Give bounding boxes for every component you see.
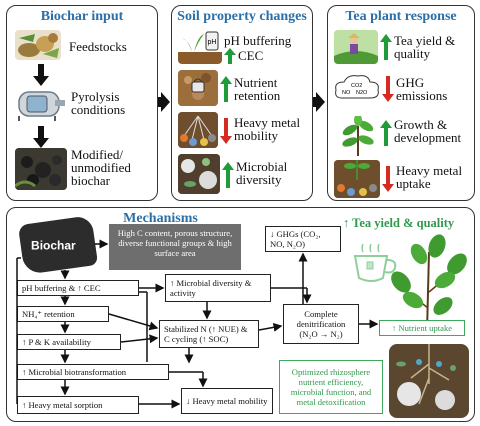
cec-up-arrow-icon [224, 48, 236, 64]
tea-yield-title: ↑ Tea yield & quality [343, 216, 455, 230]
ghg-emissions-label: GHG emissions [396, 75, 448, 103]
heavy-metal-sorption-text: ↑ Heavy metal sorption [22, 400, 103, 410]
heavy-metal-mobility-label: Heavy metal mobility [234, 115, 301, 143]
ghg-cloud-image: CO2 NO N2O [334, 72, 380, 104]
no-text: NO [342, 90, 351, 96]
nutrient-uptake-box: ↑ Nutrient uptake [379, 320, 465, 336]
ghgs-box: ↓ GHGs (CO₂, NO, N₂O) [265, 226, 341, 252]
nh4-retention-text: NH₄⁺ retention [22, 309, 75, 319]
stabilized-n-box: Stabilized N (↑ NUE) & C cycling (↑ SOC) [159, 320, 259, 348]
co2-text: CO2 [351, 83, 362, 89]
tea-growth-image [338, 116, 378, 156]
ph-cec-box: pH buffering & ↑ CEC [17, 280, 139, 296]
heavy-metal-uptake-label: Heavy metal uptake [396, 163, 463, 191]
biochar-pile-image [15, 148, 67, 190]
tea-cup-icon [353, 244, 397, 282]
optimized-rhizosphere-box: Optimized rhizosphere nutrient efficienc… [279, 360, 383, 414]
stabilized-n-text: Stabilized N (↑ NUE) & C cycling (↑ SOC) [164, 324, 248, 344]
heavy-metal-soil-image [178, 112, 218, 148]
growth-up-arrow-icon [380, 120, 392, 146]
rhizosphere-soil-image [389, 344, 469, 418]
ph-plant-image: pH [178, 30, 222, 64]
nh4-retention-box: NH₄⁺ retention [17, 306, 109, 322]
soil-nutrient-image [178, 70, 218, 106]
feedstocks-image [15, 30, 61, 60]
heavy-metal-mobility-mech-text: ↓ Heavy metal mobility [186, 396, 268, 406]
ph-meter-text: pH [208, 39, 217, 46]
microbial-biotransformation-text: ↑ Microbial biotransformation [22, 367, 127, 377]
microbial-biotransformation-box: ↑ Microbial biotransformation [17, 364, 169, 380]
feedstocks-label: Feedstocks [69, 39, 127, 54]
soil-property-panel: Soil property changes pH pH buffering CE… [171, 5, 313, 201]
microbial-diversity-text: ↑ Microbial diversity & activity [170, 278, 252, 298]
heavy-metal-mobility-box: ↓ Heavy metal mobility [181, 388, 273, 414]
pk-availability-text: ↑ P & K availability [22, 337, 91, 347]
n2o-text: N2O [356, 90, 368, 96]
microbial-diversity-label: Microbial diversity [236, 159, 288, 187]
tea-plant-title: Tea plant response [345, 9, 457, 24]
cec-label: CEC [238, 48, 264, 63]
biochar-label: Biochar [31, 238, 76, 253]
optimized-rhizosphere-text: Optimized rhizosphere nutrient efficienc… [290, 367, 372, 407]
tea-plant-panel: Tea plant response Tea yield & quality C… [327, 5, 475, 201]
ph-buffering-label: pH buffering [224, 33, 292, 48]
mechanisms-panel: Mechanisms Biochar High C content, porou… [6, 207, 475, 422]
microbial-soil-image [178, 154, 220, 194]
modified-biochar-label: Modified/ unmodified biochar [71, 147, 131, 188]
nutrient-retention-label: Nutrient retention [234, 75, 281, 103]
tea-yield-up-arrow-icon [380, 34, 392, 60]
tea-yield-label: Tea yield & quality [394, 33, 456, 61]
denitrification-box: Complete denitrification (N₂O → N₂) [283, 304, 359, 344]
nutrient-up-arrow-icon [220, 76, 232, 102]
nutrient-uptake-text: ↑ Nutrient uptake [391, 323, 453, 333]
ghgs-text: ↓ GHGs (CO₂, NO, N₂O) [270, 229, 321, 249]
soil-property-title: Soil property changes [177, 9, 307, 24]
metal-uptake-down-arrow-icon [382, 166, 394, 192]
ph-cec-text: pH buffering & ↑ CEC [22, 283, 101, 293]
microbial-up-arrow-icon [222, 162, 234, 188]
pyrolysis-label: Pyrolysis conditions [71, 89, 126, 117]
biochar-block: Biochar [17, 215, 99, 275]
pk-availability-box: ↑ P & K availability [17, 334, 121, 350]
biochar-properties-box: High C content, porous structure, divers… [109, 224, 241, 270]
heavy-metal-uptake-image [334, 160, 380, 198]
biochar-properties-text: High C content, porous structure, divers… [117, 228, 233, 258]
mechanisms-title: Mechanisms [123, 211, 198, 226]
denitrification-text: Complete denitrification (N₂O → N₂) [296, 309, 346, 339]
growth-label: Growth & development [394, 117, 462, 145]
biochar-input-panel: Biochar input Feedstocks Pyrolysis condi… [6, 5, 158, 201]
microbial-diversity-box: ↑ Microbial diversity & activity [165, 274, 271, 302]
tea-plant-illustration [391, 234, 467, 332]
tea-picker-image [334, 30, 378, 64]
heavy-metal-sorption-box: ↑ Heavy metal sorption [17, 396, 139, 414]
ghg-down-arrow-icon [382, 76, 394, 102]
heavy-metal-down-arrow-icon [220, 118, 232, 144]
pyrolysis-reactor-image [15, 86, 67, 122]
biochar-input-title: Biochar input [40, 9, 124, 24]
